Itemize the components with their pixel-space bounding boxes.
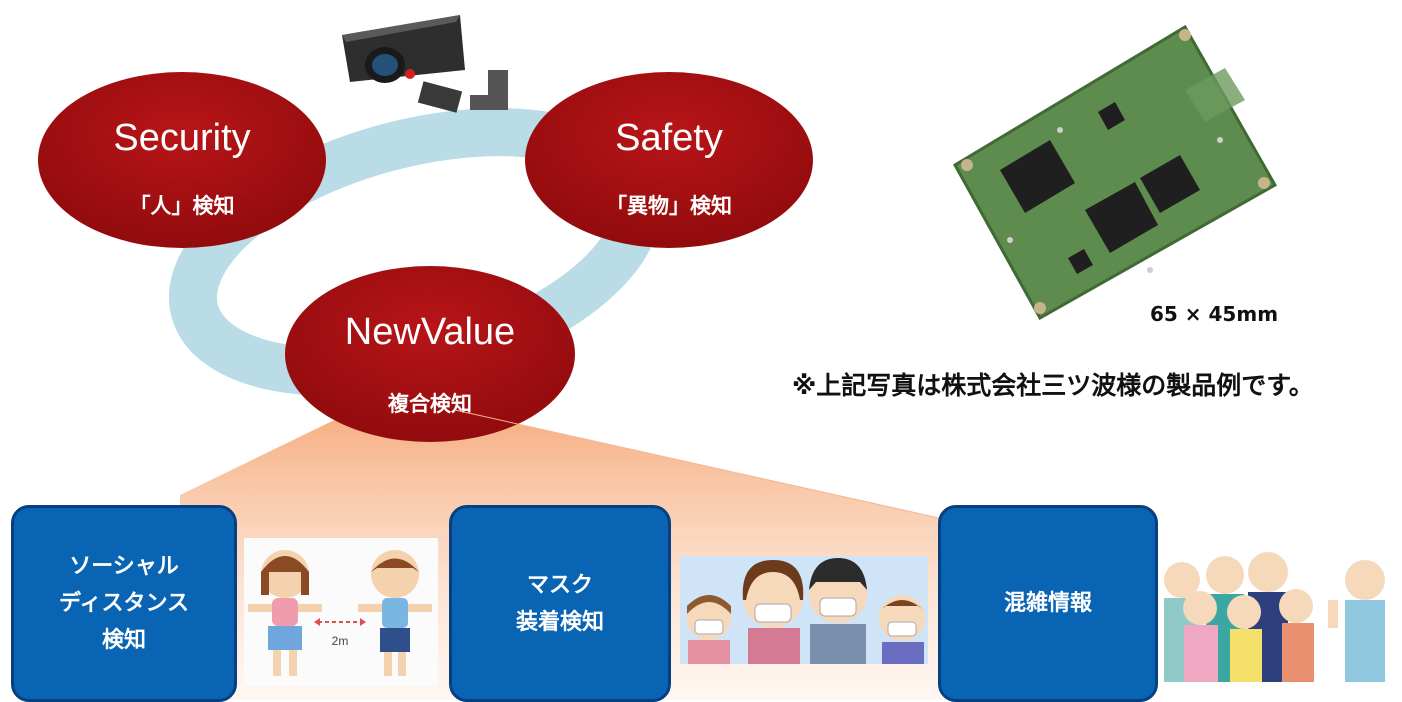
security-ellipse xyxy=(38,72,326,248)
congestion-info-label: 混雑情報 xyxy=(1003,591,1092,616)
photo-note: ※上記写真は株式会社三ツ波様の製品例です。 xyxy=(792,371,1314,400)
newvalue-ellipse xyxy=(285,266,575,442)
safety-ellipse xyxy=(525,72,813,248)
children-distance-illustration: 2m xyxy=(244,538,438,686)
distance-label: 2m xyxy=(332,634,349,648)
security-title: Security xyxy=(113,117,250,159)
congestion-info-feature-button: 混雑情報 xyxy=(938,505,1158,702)
social-distance-label: ソーシャル ディスタンス 検知 xyxy=(58,554,190,653)
safety-subtitle: 「異物」検知 xyxy=(606,194,732,218)
pcb-board-image xyxy=(952,24,1278,321)
mask-detection-feature-button: マスク 装着検知 xyxy=(449,505,671,702)
security-subtitle: 「人」検知 xyxy=(130,194,235,218)
masked-family-illustration xyxy=(680,556,928,664)
social-distance-feature-button: ソーシャル ディスタンス 検知 xyxy=(11,505,237,702)
crowd-illustration xyxy=(1164,552,1385,682)
newvalue-subtitle: 複合検知 xyxy=(387,392,472,416)
security-camera-icon xyxy=(342,15,508,113)
safety-title: Safety xyxy=(615,117,723,159)
newvalue-title: NewValue xyxy=(345,311,515,353)
mask-detection-label: マスク 装着検知 xyxy=(515,572,604,635)
board-size-label: 65 × 45mm xyxy=(1150,302,1279,326)
